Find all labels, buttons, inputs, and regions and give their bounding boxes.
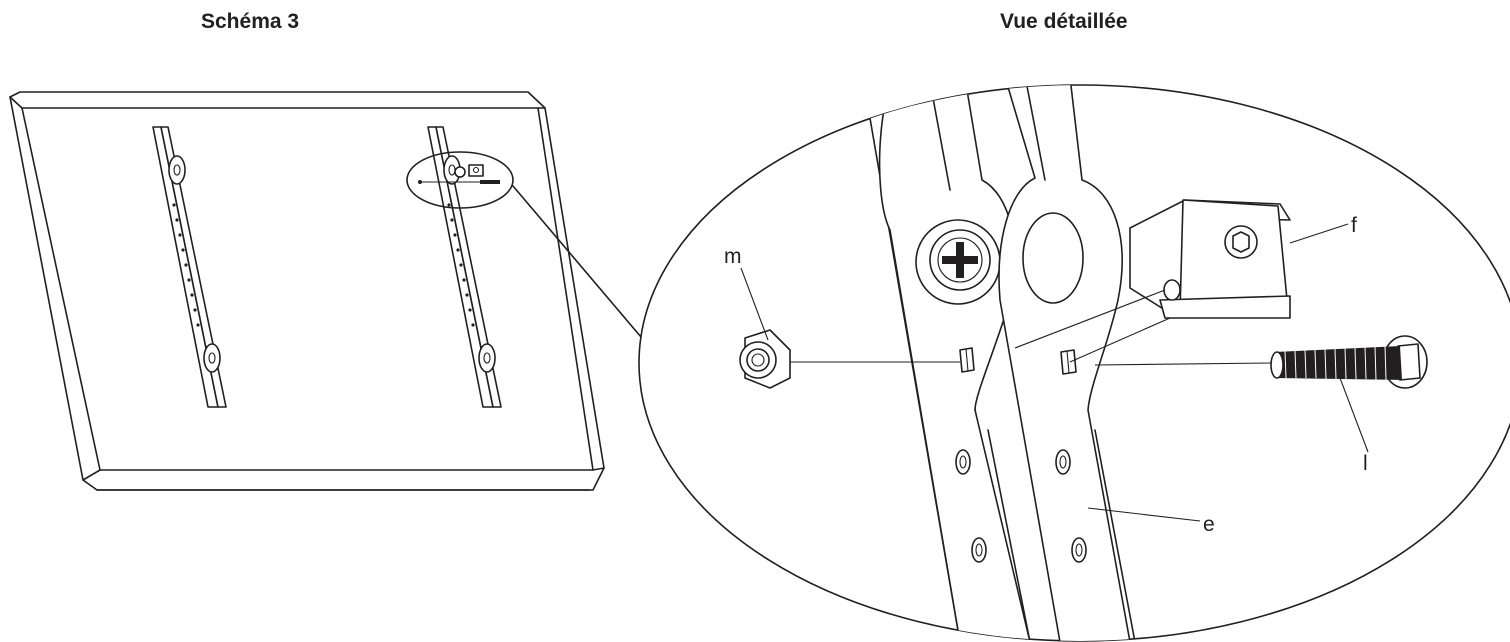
tv-panel-back-view (9, 91, 605, 491)
bracket-plate-left (878, 85, 1031, 641)
zoom-connector-line (512, 185, 642, 338)
schema-title: Schéma 3 (201, 10, 300, 33)
callout-m: m (724, 245, 742, 268)
detail-view: m f l e (638, 84, 1510, 642)
magnifier-ellipse-small (406, 151, 514, 209)
detail-view-title: Vue détaillée (1000, 10, 1128, 33)
mounting-bracket-right (427, 126, 502, 408)
phillips-screw-icon (915, 219, 1001, 305)
nut-part-m (739, 329, 791, 389)
assembly-axis-lines (790, 289, 1273, 366)
callout-l: l (1363, 452, 1368, 475)
callout-f: f (1351, 214, 1357, 237)
square-slot-icon (959, 347, 1077, 375)
mounting-bracket-left (152, 126, 227, 408)
callout-e: e (1203, 513, 1215, 536)
bolt-part-l (1270, 335, 1428, 389)
spacer-block-part-f (1129, 199, 1291, 319)
callout-leader-lines (740, 223, 1369, 522)
